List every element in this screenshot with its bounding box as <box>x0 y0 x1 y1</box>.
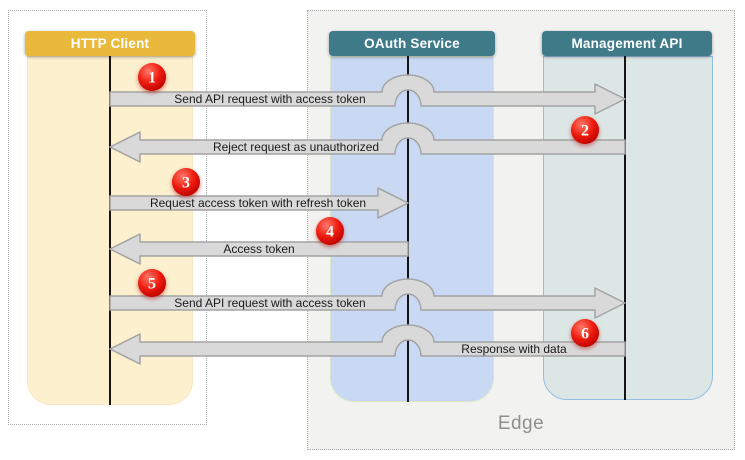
step-badge-number-5: 5 <box>148 276 156 293</box>
step-badge-2 <box>571 116 599 144</box>
message-arrow-4 <box>109 233 409 265</box>
step-badge-number-3: 3 <box>182 175 190 192</box>
message-label-2: Reject request as unauthorized <box>213 140 379 154</box>
message-label-3: Request access token with refresh token <box>150 196 366 210</box>
step-badge-number-2: 2 <box>581 123 589 140</box>
step-badge-4 <box>316 217 344 245</box>
message-label-5: Send API request with access token <box>174 296 365 310</box>
management-api-title: Management API <box>571 36 683 51</box>
message-arrow-1 <box>109 74 626 115</box>
step-badge-number-4: 4 <box>326 224 334 241</box>
message-arrow-5 <box>109 278 626 319</box>
step-badge-3 <box>172 168 200 196</box>
message-arrow-3 <box>109 187 409 219</box>
message-label-6: Response with data <box>461 342 567 356</box>
edge-group-label: Edge <box>497 413 545 434</box>
management-api-header: Management API <box>542 31 712 56</box>
message-label-1: Send API request with access token <box>174 92 365 106</box>
step-badge-5 <box>138 269 166 297</box>
oauth-service-title: OAuth Service <box>364 36 460 51</box>
oauth-service-header: OAuth Service <box>329 31 495 56</box>
step-badge-number-1: 1 <box>148 70 156 87</box>
step-badge-1 <box>138 63 166 91</box>
message-arrow-6 <box>109 324 626 365</box>
http-client-title: HTTP Client <box>70 36 150 51</box>
message-arrow-2 <box>109 122 626 163</box>
http-client-header: HTTP Client <box>25 31 195 56</box>
message-label-4: Access token <box>223 242 294 256</box>
client-boundary <box>8 10 207 425</box>
step-badge-6 <box>571 319 599 347</box>
step-badge-number-6: 6 <box>581 326 589 343</box>
